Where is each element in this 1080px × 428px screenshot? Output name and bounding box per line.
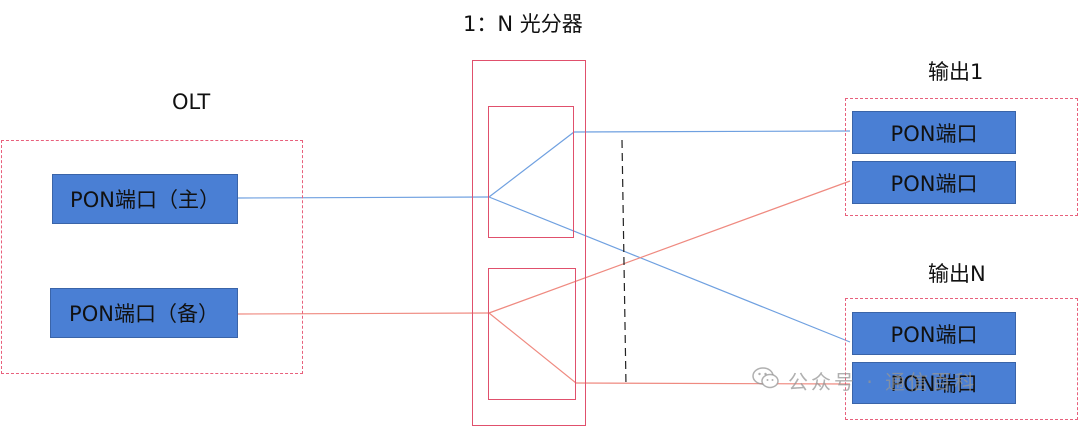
- splitter-outer-box: [472, 60, 586, 426]
- backup-fiber-to-outputN: [575, 382, 851, 385]
- main-fiber-to-outputN: [488, 196, 851, 343]
- output1-port-b[interactable]: PON端口: [852, 161, 1016, 204]
- output1-title: 输出1: [928, 60, 984, 84]
- main-fiber-to-output1: [573, 130, 851, 133]
- outputN-port-a[interactable]: PON端口: [852, 312, 1016, 355]
- output1-port-a[interactable]: PON端口: [852, 111, 1016, 154]
- backup-fiber-to-output1: [488, 180, 851, 314]
- dashed-divider: [621, 139, 627, 387]
- olt-box: [1, 140, 303, 374]
- outputN-box: [845, 298, 1078, 420]
- splitter-upper-box: [488, 106, 574, 238]
- outputN-title: 输出N: [928, 262, 986, 286]
- olt-port-backup[interactable]: PON端口（备）: [50, 288, 238, 338]
- olt-port-main[interactable]: PON端口（主）: [52, 174, 238, 224]
- outputN-port-b[interactable]: PON端口: [852, 362, 1016, 404]
- olt-title: OLT: [172, 90, 211, 114]
- backup-fiber-split-down: [488, 312, 577, 384]
- main-fiber-split-up: [488, 131, 575, 198]
- splitter-lower-box: [488, 268, 576, 400]
- wechat-icon: [752, 366, 780, 395]
- main-fiber-olt-to-splitter: [237, 196, 490, 199]
- watermark: 公众号 · 通信百科: [752, 366, 977, 395]
- watermark-text: 公众号 · 通信百科: [788, 370, 978, 394]
- output1-box: [845, 98, 1078, 216]
- splitter-title: 1：N 光分器: [463, 12, 583, 36]
- backup-fiber-olt-to-splitter: [237, 312, 490, 315]
